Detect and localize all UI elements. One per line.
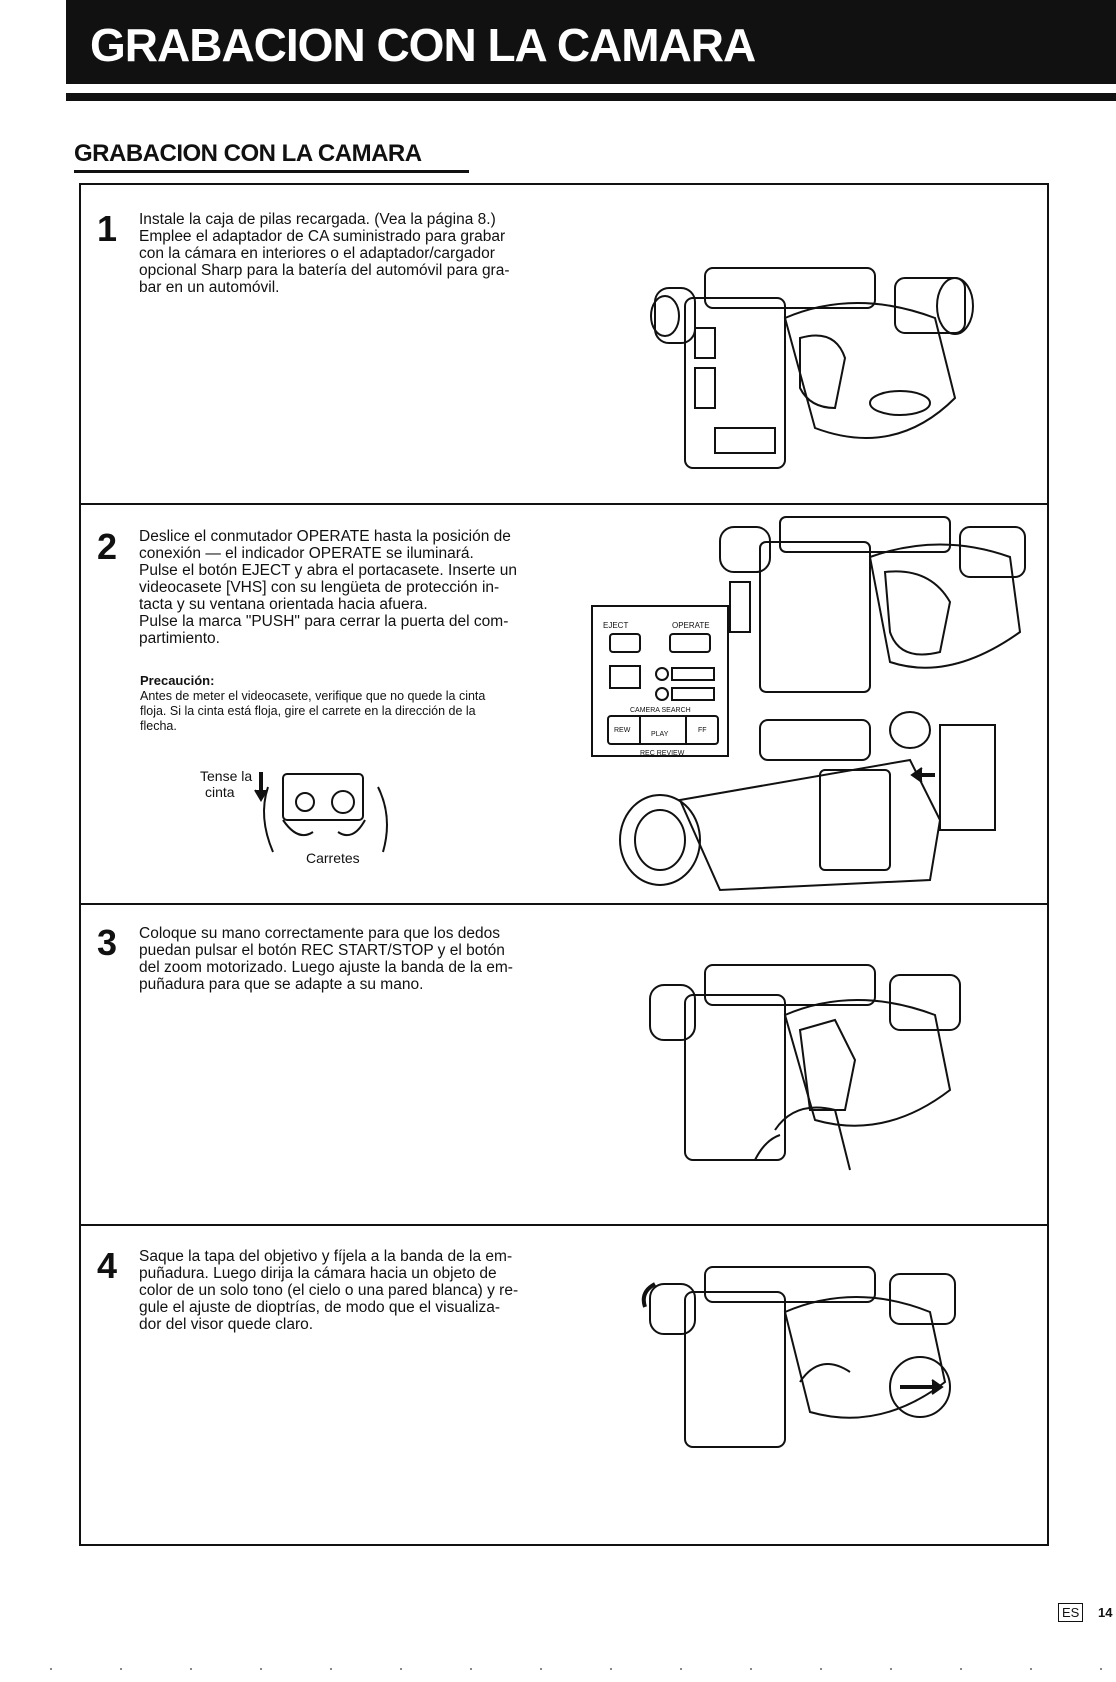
text-line: con la cámara en interiores o el adaptad… [139,245,495,262]
text-line: gule el ajuste de dioptrías, de modo que… [139,1299,501,1316]
steps-frame [79,183,1049,1546]
language-badge: ES [1058,1603,1084,1622]
label-tense: Tense la [200,768,253,784]
cassette-hands-illustration [253,762,403,857]
text-line: conexión — el indicador OPERATE se ilumi… [139,545,474,562]
text-line: Instale la caja de pilas recargada. (Vea… [139,211,496,228]
text-line: Pulse el botón EJECT y abra el portacase… [139,562,517,579]
header-rule [66,93,1116,101]
step-2-text: Deslice el conmutador OPERATE hasta la p… [139,528,559,647]
text-line: Emplee el adaptador de CA suministrado p… [139,228,506,245]
step-divider [79,503,1049,505]
text-line: opcional Sharp para la batería del autom… [139,262,510,279]
step-divider [79,1224,1049,1226]
caution-text: Antes de meter el videocasete, verifique… [140,689,560,734]
scan-artifact-dots [50,1668,1110,1670]
eject-label: EJECT [603,621,629,630]
control-panel-illustration [590,604,730,759]
rew-label: REW [614,727,631,734]
step-number: 4 [97,1245,118,1286]
step-1-text: Instale la caja de pilas recargada. (Vea… [139,211,559,296]
page-header-title: GRABACION CON LA CAMARA [90,19,756,71]
text-line: puñadura. Luego dirija la cámara hacia u… [139,1265,497,1282]
operate-label: OPERATE [672,621,710,630]
section-title: GRABACION CON LA CAMARA [74,140,422,167]
text-line: flecha. [140,719,177,733]
label-carretes: Carretes [306,850,360,866]
text-line: Saque la tapa del objetivo y fíjela a la… [139,1248,513,1265]
camcorder-hand-grip-illustration [635,960,975,1175]
text-line: tacta y su ventana orientada hacia afuer… [139,596,428,613]
page-number: 14 [1098,1605,1113,1620]
section-title-underline [74,170,469,173]
text-line: del zoom motorizado. Luego ajuste la ban… [139,959,513,976]
header-bar [66,0,1116,84]
play-label: PLAY [651,731,669,738]
camera-search-label: CAMERA SEARCH [630,707,691,714]
caution-title: Precaución: [140,673,215,688]
camcorder-open-cassette-illustration [610,700,1010,900]
label-cinta: cinta [205,784,235,800]
text-line: Coloque su mano correctamente para que l… [139,925,501,942]
camcorder-eject-illustration [700,512,1040,702]
text-line: puñadura para que se adapte a su mano. [139,976,424,993]
step-number: 1 [97,208,118,249]
text-line: puedan pulsar el botón REC START/STOP y … [139,942,505,959]
text-line: Pulse la marca "PUSH" para cerrar la pue… [139,613,509,630]
text-line: Deslice el conmutador OPERATE hasta la p… [139,528,511,545]
step-4-text: Saque la tapa del objetivo y fíjela a la… [139,1248,559,1333]
text-line: floja. Si la cinta está floja, gire el c… [140,704,476,718]
text-line: color de un solo tono (el cielo o una pa… [139,1282,519,1299]
text-line: Antes de meter el videocasete, verifique… [140,689,486,703]
camcorder-lens-cap-illustration [640,1262,970,1452]
ff-label: FF [698,727,707,734]
camcorder-illustration [635,258,995,473]
text-line: dor del visor quede claro. [139,1316,314,1333]
step-3-text: Coloque su mano correctamente para que l… [139,925,559,993]
text-line: bar en un automóvil. [139,279,280,296]
text-line: videocasete [VHS] con su lengüeta de pro… [139,579,500,596]
step-number: 2 [97,526,118,567]
step-number: 3 [97,922,118,963]
step-divider [79,903,1049,905]
rec-review-label: REC REVIEW [640,750,685,757]
text-line: partimiento. [139,630,220,647]
